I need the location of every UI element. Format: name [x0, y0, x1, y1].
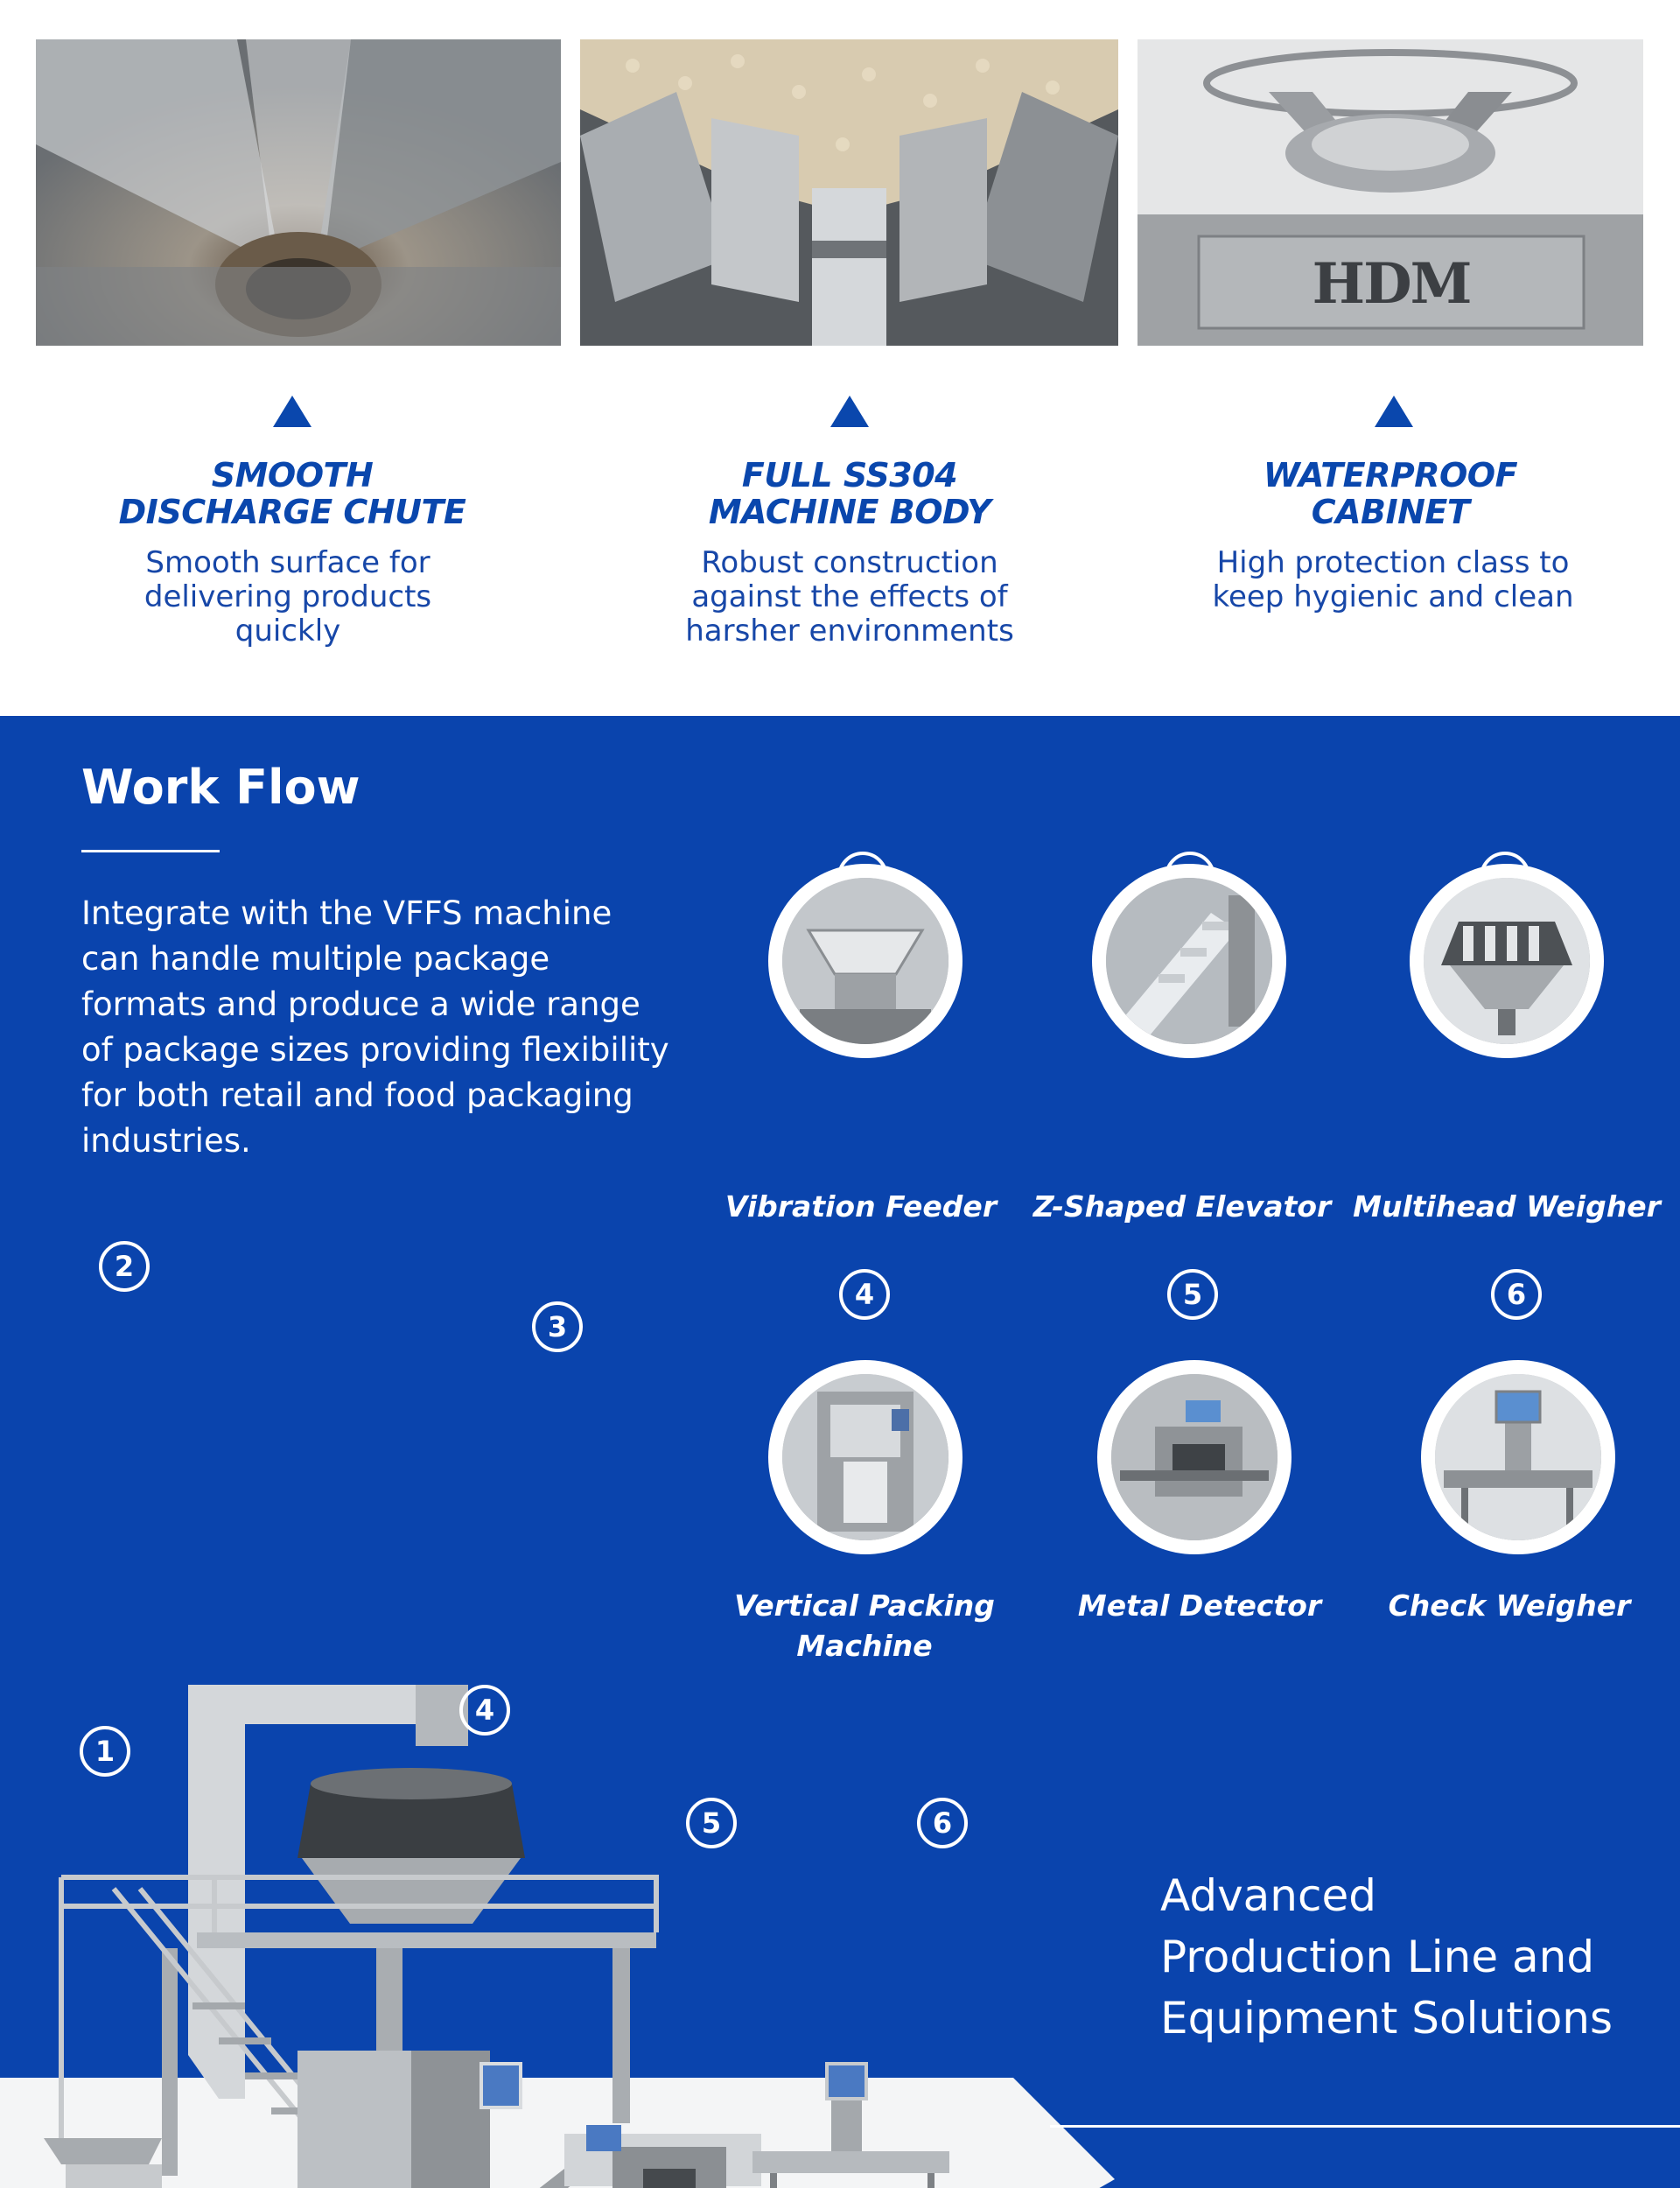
multihead-weigher-photo	[1410, 864, 1604, 1058]
vertical-packing-photo	[768, 1360, 962, 1554]
step-number-4: 4	[839, 1269, 890, 1320]
bottom-divider	[1050, 2125, 1680, 2128]
step-number-5: 5	[1167, 1269, 1218, 1320]
vibration-feeder-photo	[768, 864, 962, 1058]
cabinet-photo: HDM	[1138, 39, 1643, 346]
step-label-metal-detector: Metal Detector	[1077, 1588, 1322, 1623]
pointer-triangle-icon	[1375, 396, 1413, 427]
pointer-triangle-icon	[273, 396, 312, 427]
step-label-vibration-feeder: Vibration Feeder	[724, 1189, 998, 1224]
check-weigher-photo	[1421, 1360, 1615, 1554]
diagram-number-3: 3	[532, 1301, 583, 1352]
title-underline	[81, 850, 220, 852]
step-label-multihead-weigher: Multihead Weigher	[1353, 1189, 1661, 1224]
workflow-description: Integrate with the VFFS machine can hand…	[81, 894, 669, 1160]
metal-detector-photo	[1097, 1360, 1292, 1554]
diagram-number-5: 5	[686, 1798, 737, 1848]
diagram-number-4: 4	[459, 1685, 510, 1736]
workflow-title: Work Flow	[81, 760, 360, 815]
pointer-triangle-icon	[830, 396, 869, 427]
machine-body-photo	[580, 39, 1118, 346]
workflow-section: Work Flow Integrate with the VFFS machin…	[0, 716, 1680, 2188]
discharge-chute-photo	[36, 39, 561, 346]
diagram-number-6: 6	[917, 1798, 968, 1848]
tagline: Advanced Production Line and Equipment S…	[1160, 1870, 1614, 2044]
z-elevator-photo	[1092, 864, 1286, 1058]
step-number-6: 6	[1491, 1269, 1542, 1320]
production-line-illustration	[0, 1189, 1680, 2188]
hdm-logo: HDM	[1312, 251, 1473, 317]
step-label-check-weigher: Check Weigher	[1388, 1588, 1631, 1623]
diagram-number-1: 1	[80, 1726, 130, 1777]
step-label-z-elevator: Z-Shaped Elevator	[1032, 1189, 1332, 1224]
diagram-number-2: 2	[99, 1241, 150, 1292]
